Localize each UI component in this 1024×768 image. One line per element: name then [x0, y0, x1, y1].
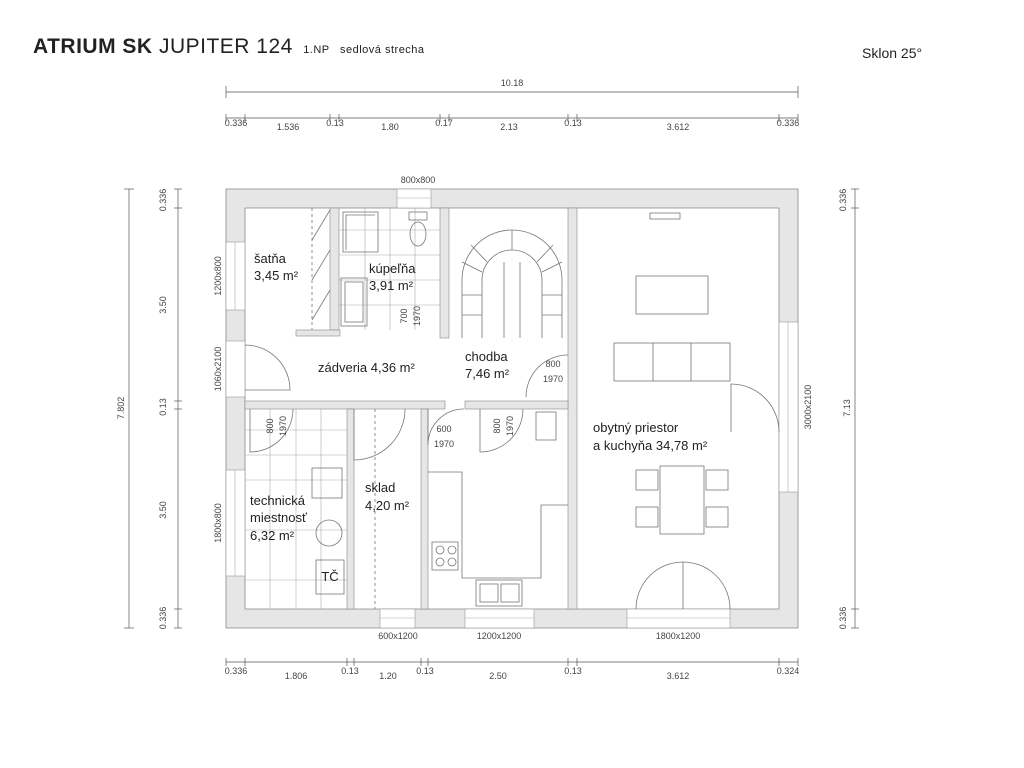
label-door-kitchen-w: 800 — [492, 418, 502, 433]
dim-bottom-6: 0.13 — [564, 666, 582, 676]
toilet-icon — [408, 211, 428, 247]
doors — [244, 344, 780, 610]
walls — [225, 188, 799, 629]
coffee-table — [635, 275, 709, 315]
room-sklad-area: 4,20 m² — [365, 498, 410, 513]
staircase — [461, 229, 563, 338]
dim-top-8: 0.336 — [777, 118, 800, 128]
label-door-tech-w: 800 — [265, 418, 275, 433]
label-door-sklad-h: 1970 — [434, 439, 454, 449]
room-living-area: a kuchyňa 34,78 m² — [593, 438, 708, 453]
dim-bottom-2: 0.13 — [341, 666, 359, 676]
label-top-window: 800x800 — [401, 175, 436, 185]
kitchen-counter — [428, 411, 568, 607]
model-name: JUPITER 124 — [158, 35, 293, 58]
label-door-kupelna-h: 1970 — [412, 306, 422, 326]
label-right-door: 3000x2100 — [803, 385, 813, 430]
room-kupelna-name: kúpeľňa — [369, 261, 416, 276]
left-dimensions: 7.802 0.336 3.50 0.13 3.50 0.336 — [116, 188, 182, 630]
label-window-kitchen: 1200x1200 — [477, 631, 522, 641]
room-kupelna-area: 3,91 m² — [369, 278, 414, 293]
shower-icon — [342, 211, 379, 253]
dim-left-3: 3.50 — [158, 501, 168, 519]
dim-right-1: 7.13 — [842, 399, 852, 417]
dim-bottom-0: 0.336 — [225, 666, 248, 676]
room-living-name: obytný priestor — [593, 420, 679, 435]
dim-right-2: 0.336 — [838, 607, 848, 630]
dim-top-7: 3.612 — [667, 122, 690, 132]
dim-top-1: 1.536 — [277, 122, 300, 132]
dim-total-width: 10.18 — [501, 78, 524, 88]
label-door-kitchen-h: 1970 — [505, 416, 515, 436]
dim-top-5: 2.13 — [500, 122, 518, 132]
room-chodba-name: chodba — [465, 349, 508, 364]
label-window-tech: 1800x800 — [213, 503, 223, 543]
room-zadveria: zádveria 4,36 m² — [318, 360, 415, 375]
dim-left-1: 3.50 — [158, 296, 168, 314]
room-tech-name1: technická — [250, 493, 306, 508]
label-door-chodba-h: 1970 — [543, 374, 563, 384]
room-tech-area: 6,32 m² — [250, 528, 295, 543]
label-door-tech-h: 1970 — [278, 416, 288, 436]
dim-top-0: 0.336 — [225, 118, 248, 128]
dim-bottom-5: 2.50 — [489, 671, 507, 681]
dim-bottom-7: 3.612 — [667, 671, 690, 681]
label-window-satna: 1200x800 — [213, 256, 223, 296]
window-glass-lines — [234, 197, 789, 619]
dim-left-4: 0.336 — [158, 607, 168, 630]
room-satna-area: 3,45 m² — [254, 268, 299, 283]
dining-table — [635, 465, 729, 535]
right-dimensions: 0.336 7.13 0.336 — [838, 188, 859, 630]
top-dimensions: 10.18 0.336 1.536 0.13 1.80 0.17 2.13 0.… — [225, 78, 800, 132]
bottom-dimensions: 0.336 1.806 0.13 1.20 0.13 2.50 0.13 3.6… — [225, 658, 800, 681]
tv-unit — [649, 212, 681, 220]
bathtub-icon — [340, 277, 368, 327]
heat-pump-label: TČ — [321, 569, 338, 584]
dim-bottom-8: 0.324 — [777, 666, 800, 676]
label-window-sklad: 600x1200 — [378, 631, 418, 641]
label-door-kupelna-w: 700 — [399, 308, 409, 323]
drawing-title: ATRIUM SK JUPITER 124 1.NP sedlová strec… — [33, 35, 425, 59]
dim-bottom-4: 0.13 — [416, 666, 434, 676]
dim-left-total: 7.802 — [116, 397, 126, 420]
wardrobe-shelf — [311, 208, 331, 330]
dim-left-2: 0.13 — [158, 398, 168, 416]
dim-right-0: 0.336 — [838, 189, 848, 212]
room-chodba-area: 7,46 m² — [465, 366, 510, 381]
dim-top-4: 0.17 — [435, 118, 453, 128]
dim-bottom-1: 1.806 — [285, 671, 308, 681]
room-satna-name: šatňa — [254, 251, 287, 266]
label-window-living: 1800x1200 — [656, 631, 701, 641]
label-door-sklad-w: 600 — [436, 424, 451, 434]
roof-pitch: Sklon 25° — [862, 45, 923, 61]
brand-name: ATRIUM SK — [33, 35, 153, 58]
dim-bottom-3: 1.20 — [379, 671, 397, 681]
dim-left-0: 0.336 — [158, 189, 168, 212]
roof-label: sedlová strecha — [340, 44, 425, 56]
tile-grid — [245, 208, 440, 609]
dim-top-6: 0.13 — [564, 118, 582, 128]
dim-top-3: 1.80 — [381, 122, 399, 132]
label-door-chodba-w: 800 — [545, 359, 560, 369]
dim-top-2: 0.13 — [326, 118, 344, 128]
technical-equipment — [311, 467, 345, 595]
room-sklad-name: sklad — [365, 480, 395, 495]
sofa — [613, 342, 731, 382]
label-entrance: 1060x2100 — [213, 347, 223, 392]
openings — [225, 188, 799, 629]
room-tech-name2: miestnosť — [250, 510, 307, 525]
floor-label: 1.NP — [303, 44, 330, 56]
